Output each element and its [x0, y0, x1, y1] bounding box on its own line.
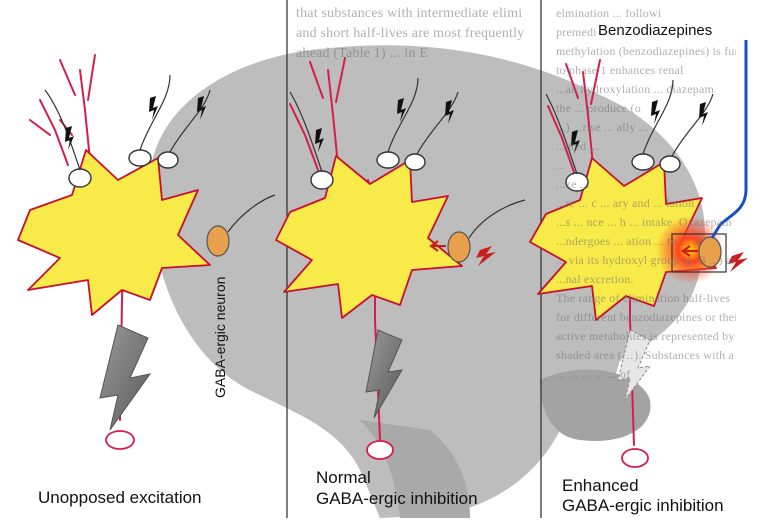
- excitatory-terminal-1c: [158, 152, 178, 168]
- bg-line: active metabolites is represented by the: [556, 327, 736, 346]
- bg-line: ...ated ...: [556, 137, 736, 156]
- bg-line: ...re ... c ... ary and ... lation: [556, 194, 736, 213]
- bg-line: ...an hydroxylation ... diazepam: [556, 80, 736, 99]
- bg-line: ...s ... nce ... h ... intake. Oxazepam: [556, 213, 736, 232]
- discharge-bolt-1: [100, 325, 150, 430]
- bg-line: to phase 1 enhances renal: [556, 61, 736, 80]
- excitatory-terminal-2a: [311, 171, 333, 189]
- caption-unopposed-excitation: Unopposed excitation: [38, 488, 202, 508]
- excitatory-terminal-2b: [377, 152, 399, 168]
- bg-line: ...) ...rise ... ally ...: [556, 118, 736, 137]
- gaba-terminal-1: [207, 226, 229, 256]
- bg-line: methylation (benzodiazepines) is fun: [556, 42, 736, 61]
- excitatory-terminal-1b: [129, 150, 151, 166]
- bg-line: ... via its hydroxyl group (p. 3 ...) an…: [556, 251, 736, 270]
- caption-enhanced-line1: Enhanced: [560, 476, 641, 496]
- caption-enhanced-line2: GABA-ergic inhibition: [560, 496, 726, 516]
- gaba-ergic-neuron-label: GABA-ergic neuron: [212, 277, 228, 398]
- bg-line: and short half-lives are most frequently: [296, 24, 524, 44]
- axon-terminal-2: [367, 441, 393, 459]
- bg-line: ... ... ... ... ... of: [556, 365, 736, 384]
- bg-line: that substances with intermediate elimi: [296, 4, 524, 24]
- bg-line: for different benzodiazepines or their: [556, 308, 736, 327]
- bg-line: shaded area (…). Substances with a: [556, 346, 736, 365]
- lightning-bolt-icon: [149, 96, 158, 120]
- excitatory-terminal-2c: [405, 154, 425, 170]
- gaba-terminal-2: [448, 232, 470, 262]
- bg-line: The range of elimination half-lives: [556, 289, 736, 308]
- excitatory-terminal-1a: [69, 169, 91, 187]
- lightning-bolt-icon: [65, 126, 74, 150]
- background-text-top-left: that substances with intermediate elimi …: [296, 4, 524, 64]
- bg-line: ...ndergoes ... ation ... to ... at: [556, 232, 736, 251]
- axon-terminal-1: [106, 431, 134, 449]
- bg-line: elmination ... followi: [556, 4, 736, 23]
- caption-normal-line2: GABA-ergic inhibition: [316, 489, 478, 509]
- background-text-right: elmination ... followi premedication (… …: [556, 4, 736, 384]
- bg-line: ...ze ...: [556, 175, 736, 194]
- bg-line: the ... produce (o: [556, 99, 736, 118]
- bg-line: ahead (Table 1) ... in E: [296, 44, 524, 64]
- bg-line: ...: [556, 156, 736, 175]
- bg-line: ...nal excretion.: [556, 270, 736, 289]
- caption-normal-line1: Normal: [316, 468, 371, 488]
- axon-terminal-3: [622, 449, 648, 467]
- benzodiazepines-label: Benzodiazepines: [596, 22, 714, 39]
